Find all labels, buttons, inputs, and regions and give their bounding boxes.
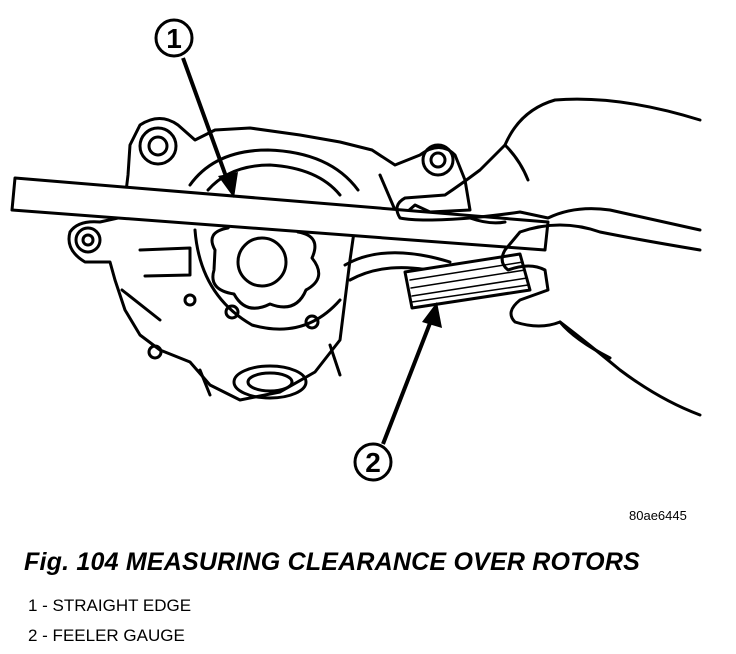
callout-1: 1 [154, 18, 238, 198]
callout-2: 2 [353, 302, 442, 482]
upper-hand [395, 97, 702, 232]
left-ear-hole [74, 226, 102, 254]
legend-list: 1 - STRAIGHT EDGE 2 - FEELER GAUGE [28, 594, 191, 654]
straight-edge [10, 176, 550, 252]
lower-hand [500, 223, 702, 417]
figure-caption: Fig. 104 MEASURING CLEARANCE OVER ROTORS [24, 548, 640, 576]
pump-housing [67, 117, 472, 402]
upper-left-boss [138, 126, 178, 166]
feeler-gauge-blade [343, 251, 452, 267]
upper-right-boss [421, 143, 455, 177]
pump-illustration: 1 2 [10, 18, 702, 482]
bottom-port [232, 364, 308, 400]
figure-code: 80ae6445 [629, 508, 687, 523]
callout-1-arrowhead [218, 172, 238, 198]
legend-item-straight-edge: 1 - STRAIGHT EDGE [28, 596, 192, 615]
callout-2-arrowhead [422, 302, 442, 328]
legend-item-feeler-gauge: 2 - FEELER GAUGE [28, 626, 185, 645]
callout-1-number: 1 [166, 23, 182, 54]
feeler-gauge-body [403, 252, 532, 310]
callout-2-number: 2 [365, 447, 381, 478]
rotor-cavity-rim [188, 148, 360, 192]
bolt-boss [147, 344, 163, 360]
